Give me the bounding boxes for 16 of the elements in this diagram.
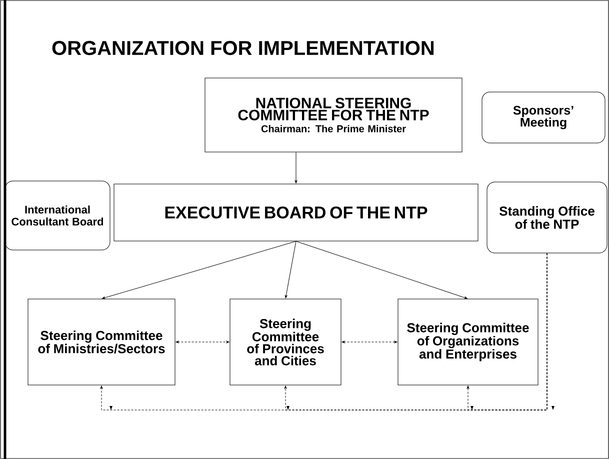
arrow xyxy=(296,241,468,299)
title: ORGANIZATION FOR IMPLEMENTATION xyxy=(52,40,434,56)
arrow xyxy=(342,340,398,344)
arrow xyxy=(466,253,548,410)
arrow xyxy=(294,152,298,184)
process-box: NATIONAL STEERING COMMITTEE FOR THE NTP Chairman: The Prime Minister xyxy=(204,78,462,152)
rounded-box: Sponsors’ Meeting xyxy=(482,92,606,144)
arrow xyxy=(176,340,230,344)
process-box: Steering Committee of Provinces and Cities xyxy=(230,298,342,386)
arrow xyxy=(284,241,296,298)
process-box: EXECUTIVE BOARD OF THE NTP xyxy=(114,184,478,242)
process-box: Steering Committee of Ministries/Sectors xyxy=(28,298,176,386)
rounded-box: Standing Office of the NTP xyxy=(486,182,608,254)
rounded-box: International Consultant Board xyxy=(4,180,110,250)
arrow xyxy=(102,241,296,299)
process-box: Steering Committee of Organizations and Enterprises xyxy=(398,298,538,386)
